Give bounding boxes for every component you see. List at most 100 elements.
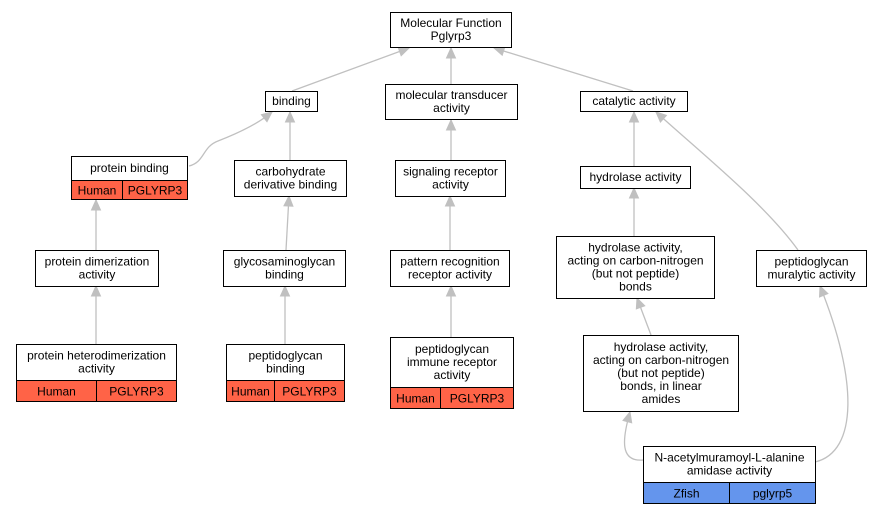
node-hydro-cn-label-line: hydrolase activity, [588, 241, 682, 255]
node-hydro-cn-linear-label-line: acting on carbon-nitrogen [593, 353, 729, 367]
node-pgn-immune-label-line: activity [434, 368, 471, 382]
node-dimerization-label-line: protein dimerization [45, 255, 150, 269]
node-muralytic-label-line: peptidoglycan [774, 255, 848, 269]
node-protein-binding-species-label: Human [78, 184, 117, 198]
edges-layer [90, 46, 849, 463]
node-gag-binding-box [223, 250, 346, 287]
node-hydro-cn-linear-box [583, 335, 739, 412]
node-hydro-cn[interactable]: hydrolase activity,acting on carbon-nitr… [556, 236, 715, 299]
edge-hydrolase-to-catalytic-arrowhead [628, 110, 640, 123]
node-binding-label-line: binding [272, 94, 311, 108]
node-dimerization-box [35, 250, 159, 287]
node-amidase-label-line: amidase activity [687, 464, 772, 478]
edge-gag-binding-to-carb-binding-arrowhead [283, 194, 294, 207]
node-hydro-cn-linear-label-line: hydrolase activity, [614, 340, 708, 354]
edge-transducer-to-root-arrowhead [445, 46, 457, 59]
node-carb-binding-label-line: carbohydrate [255, 165, 325, 179]
node-root-label-line: Molecular Function [400, 16, 501, 30]
node-protein-binding-gene-cell [122, 180, 188, 200]
node-pgn-immune-label-line: peptidoglycan [415, 342, 489, 356]
node-pattern-label-line: pattern recognition [400, 255, 499, 269]
node-heterodim-label-line: activity [78, 362, 115, 376]
edge-pattern-to-signaling-arrowhead [444, 194, 456, 207]
node-pgn-immune-gene-cell [440, 387, 514, 409]
node-heterodim-label-line: protein heterodimerization [27, 349, 166, 363]
node-carb-binding-label-line: derivative binding [244, 178, 337, 192]
node-heterodim-gene-cell [96, 380, 177, 402]
edge-binding-to-root-arrowhead [397, 46, 411, 57]
node-heterodim-species-label: Human [37, 385, 76, 399]
node-hydro-cn-box [556, 236, 715, 299]
edge-amidase-to-muralytic [814, 285, 849, 463]
node-carb-binding-box [234, 160, 347, 197]
node-hydro-cn-label-line: acting on carbon-nitrogen [567, 254, 703, 268]
node-hydro-cn-linear-label-line: (but not peptide) [617, 366, 704, 380]
node-pgn-binding-gene-cell [274, 380, 345, 402]
node-hydrolase-box [580, 166, 691, 189]
node-root-label-line: Pglyrp3 [431, 29, 472, 43]
node-signaling-box [395, 160, 506, 197]
edge-hydro-cn-linear-to-hydro-cn-arrowhead [635, 296, 646, 310]
node-hydro-cn-linear[interactable]: hydrolase activity,acting on carbon-nitr… [583, 335, 739, 412]
node-amidase-label-line: N-acetylmuramoyl-L-alanine [654, 451, 804, 465]
edge-heterodim-to-dimerization-arrowhead [90, 284, 102, 297]
node-pgn-binding-species-label: Human [231, 385, 270, 399]
node-signaling-label-line: signaling receptor [403, 165, 498, 179]
node-muralytic-label-line: muralytic activity [767, 268, 855, 282]
node-hydro-cn-label-line: (but not peptide) [592, 267, 679, 281]
node-hydro-cn-linear-label-line: amides [642, 392, 681, 406]
node-binding[interactable]: binding [265, 91, 318, 112]
edge-protein-binding-to-binding-arrowhead [260, 111, 273, 123]
node-pgn-binding-label-line: peptidoglycan [248, 349, 322, 363]
node-signaling-label-line: activity [432, 178, 469, 192]
edge-pgn-binding-to-gag-binding-arrowhead [279, 284, 291, 297]
edge-binding-to-root [291, 47, 410, 92]
node-catalytic-box [580, 91, 688, 112]
edge-protein-binding-to-binding [188, 111, 273, 167]
node-hydrolase-label-line: hydrolase activity [589, 170, 681, 184]
node-hydrolase[interactable]: hydrolase activity [580, 166, 691, 189]
node-pgn-immune-species-label: Human [396, 392, 435, 406]
node-transducer-label-line: molecular transducer [395, 88, 507, 102]
node-amidase-gene-label: pglyrp5 [753, 487, 793, 501]
node-muralytic-box [756, 250, 867, 287]
node-pgn-binding-gene-label: PGLYRP3 [282, 385, 337, 399]
node-transducer-label-line: activity [433, 101, 470, 115]
node-protein-binding-gene-label: PGLYRP3 [128, 184, 183, 198]
node-pattern-box [390, 250, 510, 287]
node-catalytic[interactable]: catalytic activity [580, 91, 688, 112]
node-amidase-gene-cell [729, 482, 816, 504]
edge-carb-binding-to-binding-arrowhead [284, 110, 296, 123]
node-transducer-box [385, 84, 518, 120]
node-gag-binding-label-line: binding [265, 268, 304, 282]
node-hydro-cn-label-line: bonds [619, 280, 652, 294]
node-hydro-cn-linear-label-line: bonds, in linear [620, 379, 701, 393]
node-heterodim-gene-label: PGLYRP3 [109, 385, 164, 399]
edge-pgn-immune-to-pattern-arrowhead [445, 284, 457, 297]
edge-dimerization-to-protein-binding-arrowhead [90, 198, 102, 211]
node-pgn-immune-gene-label: PGLYRP3 [450, 392, 505, 406]
node-pgn-binding-label-line: binding [266, 362, 305, 376]
node-catalytic-label-line: catalytic activity [592, 94, 675, 108]
node-pgn-immune-label-line: immune receptor [407, 355, 497, 369]
node-protein-binding-label-line: protein binding [90, 161, 169, 175]
node-amidase-species-label: Zfish [673, 487, 699, 501]
node-root-box [390, 12, 512, 48]
edge-catalytic-to-root [493, 47, 634, 92]
node-dimerization-label-line: activity [79, 268, 116, 282]
